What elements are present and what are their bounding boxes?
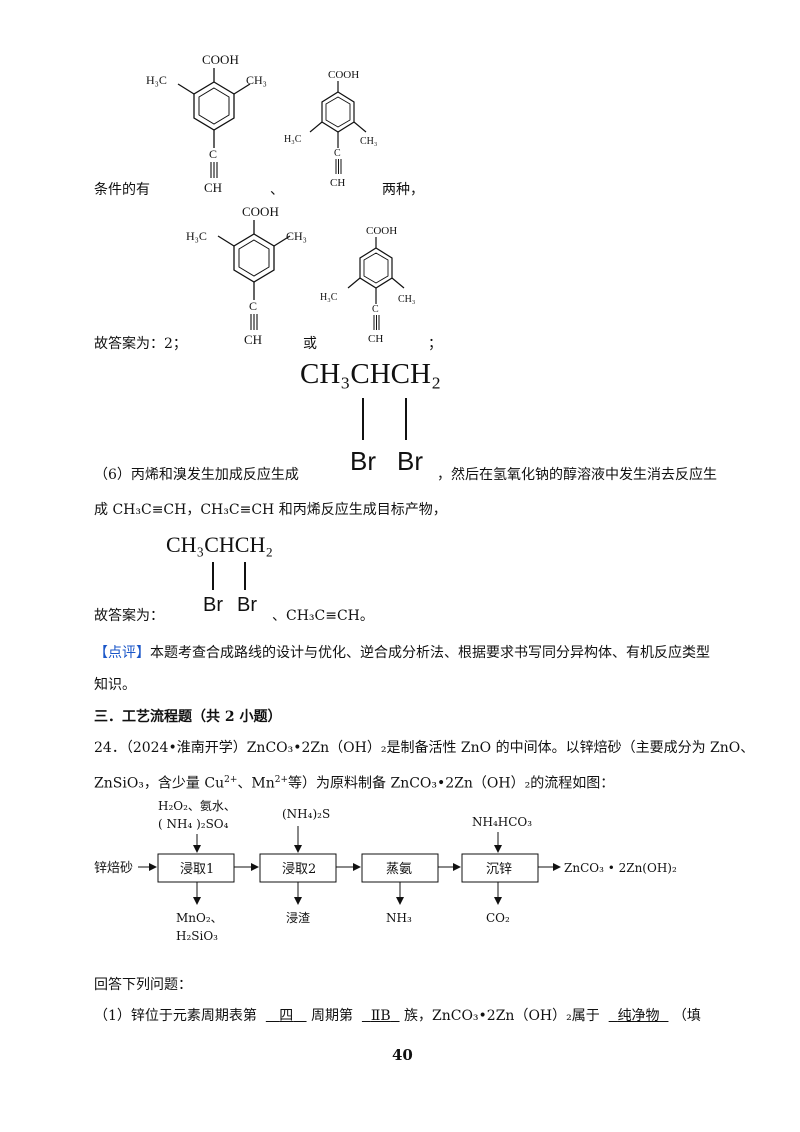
q24-line2: ZnSiO₃，含少量 Cu2+、Mn2+等）为原料制备 ZnCO₃•2Zn（OH… [94, 770, 614, 794]
flow-input-2: (NH₄)₂S [282, 807, 330, 821]
q24-line2-b: 、Mn [237, 775, 275, 792]
answer1-end: ； [428, 336, 442, 352]
q24-line1: 24．（2024•淮南开学）ZnCO₃•2Zn（OH）₂是制备活性 ZnO 的中… [94, 740, 755, 756]
q24-sup-2: 2+ [274, 775, 289, 785]
mol2-c: C [334, 148, 341, 159]
q1-line: （1）锌位于元素周期表第 四 周期第 ⅡB 族，ZnCO₃•2Zn（OH）₂属于… [94, 1006, 701, 1026]
comment-tag: 【点评】 [94, 645, 150, 661]
comment-body: 本题考查合成路线的设计与优化、逆合成分析法、根据要求书写同分异构体、有机反应类型 [150, 645, 710, 661]
mol4-c: C [372, 304, 379, 315]
q1-blank-2-value: ⅡB [370, 1008, 391, 1024]
flow-box-4 [461, 853, 539, 883]
q24-sup-1: 2+ [224, 775, 238, 785]
mol3-cooh: COOH [242, 204, 279, 219]
q1-b: 周期第 [311, 1008, 353, 1024]
mol3-ch3-right: CH₃ [286, 229, 307, 243]
mol1-c: C [209, 147, 217, 161]
flow-box-2-label: 浸取2 [282, 862, 316, 877]
answer2-prefix: 故答案为： [94, 608, 164, 624]
q1-d: （填 [672, 1008, 701, 1024]
mol4-ch3-left: H₃C [320, 292, 338, 303]
answer-question-prompt: 回答下列问题： [94, 977, 192, 993]
comment-line1: 【点评】本题考查合成路线的设计与优化、逆合成分析法、根据要求书写同分异构体、有机… [94, 643, 710, 663]
mol3-c: C [249, 299, 257, 313]
flow-input-1a: H₂O₂、氨水、 [158, 799, 236, 813]
q1-blank-3-value: 纯净物 [617, 1008, 660, 1024]
molecule-4: COOH H₃C CH₃ C CH [320, 225, 415, 345]
dibromide2-bond-1 [212, 562, 214, 590]
page-number: 40 [392, 1046, 413, 1064]
q1-c: 族，ZnCO₃•2Zn（OH）₂属于 [403, 1008, 600, 1024]
dibromide-br-2: Br [397, 446, 423, 476]
p6-prefix: （6）丙烯和溴发生加成反应生成 [94, 467, 299, 483]
flow-start: 锌焙砂 [94, 861, 133, 876]
molecule-2: COOH H₃C CH₃ C CH [284, 69, 377, 189]
flow-output-2: 浸渣 [286, 911, 310, 925]
flow-box-3-label: 蒸氨 [386, 862, 412, 877]
p6-line2: 成 CH₃C≡CH，CH₃C≡CH 和丙烯反应生成目标产物， [94, 502, 447, 518]
mol1-ch3-left: H₃C [146, 73, 167, 87]
answer1-or: 或 [303, 336, 317, 352]
flow-output-4: CO₂ [486, 911, 510, 925]
flow-input-4: NH₄HCO₃ [472, 815, 532, 829]
comment-line2: 知识。 [94, 677, 136, 693]
q1-blank-2: ⅡB [362, 1008, 400, 1024]
q24-line2-a: ZnSiO₃，含少量 Cu [94, 775, 225, 792]
cond-suffix: 两种， [382, 182, 424, 198]
dibromide2-br-2: Br [237, 594, 257, 616]
mol4-cooh: COOH [366, 225, 397, 237]
dibromide-bond-1 [362, 398, 364, 440]
mol3-ch: CH [244, 332, 262, 347]
mol1-ch3-right: CH₃ [246, 73, 267, 87]
process-flow-diagram: H₂O₂、氨水、 ( NH₄ )₂SO₄ (NH₄)₂S NH₄HCO₃ 锌焙砂… [94, 799, 677, 943]
dibromide2-br-1: Br [203, 594, 223, 616]
flow-box-4-label: 沉锌 [486, 862, 512, 877]
flow-box-1-label: 浸取1 [180, 862, 214, 877]
dibromide-br-1: Br [350, 446, 376, 476]
flow-output-1b: H₂SiO₃ [176, 929, 218, 943]
mol1-ch: CH [204, 180, 222, 195]
p6-suffix: ，然后在氢氧化钠的醇溶液中发生消去反应生 [437, 467, 717, 483]
mol3-ch3-left: H₃C [186, 229, 207, 243]
dibromide2-bond-2 [244, 562, 246, 590]
section-title: 三．工艺流程题（共 2 小题） [94, 709, 282, 725]
flow-box-1 [157, 853, 235, 883]
mol2-cooh: COOH [328, 69, 359, 81]
mol2-ch3-left: H₃C [284, 134, 302, 145]
molecule-3: COOH H₃C CH₃ C CH [186, 204, 307, 347]
mol2-ch3-right: CH₃ [360, 136, 377, 147]
flow-input-1b: ( NH₄ )₂SO₄ [158, 817, 229, 831]
flow-box-2 [259, 853, 337, 883]
q1-a: （1）锌位于元素周期表第 [94, 1008, 257, 1024]
molecule-1: COOH H₃C CH₃ C CH [146, 52, 267, 195]
flow-output-1a: MnO₂、 [176, 911, 223, 925]
answer2-suffix: 、CH₃C≡CH。 [272, 608, 374, 624]
cond-prefix: 条件的有 [94, 182, 150, 198]
q1-blank-1-value: 四 [279, 1008, 294, 1024]
flow-product: ZnCO₃ • 2Zn(OH)₂ [564, 861, 677, 875]
dibromide-formula: CH₃CHCH₂ [300, 358, 442, 390]
dibromide-bond-2 [405, 398, 407, 440]
flow-output-3: NH₃ [386, 911, 412, 925]
q1-blank-1: 四 [266, 1008, 307, 1024]
mol4-ch: CH [368, 333, 383, 345]
mol4-ch3-right: CH₃ [398, 294, 415, 305]
q1-blank-3: 纯净物 [609, 1008, 669, 1024]
mol1-cooh: COOH [202, 52, 239, 67]
answer1-prefix: 故答案为：2； [94, 336, 187, 352]
q24-line2-c: 等）为原料制备 ZnCO₃•2Zn（OH）₂的流程如图： [288, 775, 615, 792]
dibromide2-formula: CH₃CHCH₂ [166, 532, 274, 557]
cond-sep: 、 [270, 182, 284, 198]
mol2-ch: CH [330, 177, 345, 189]
